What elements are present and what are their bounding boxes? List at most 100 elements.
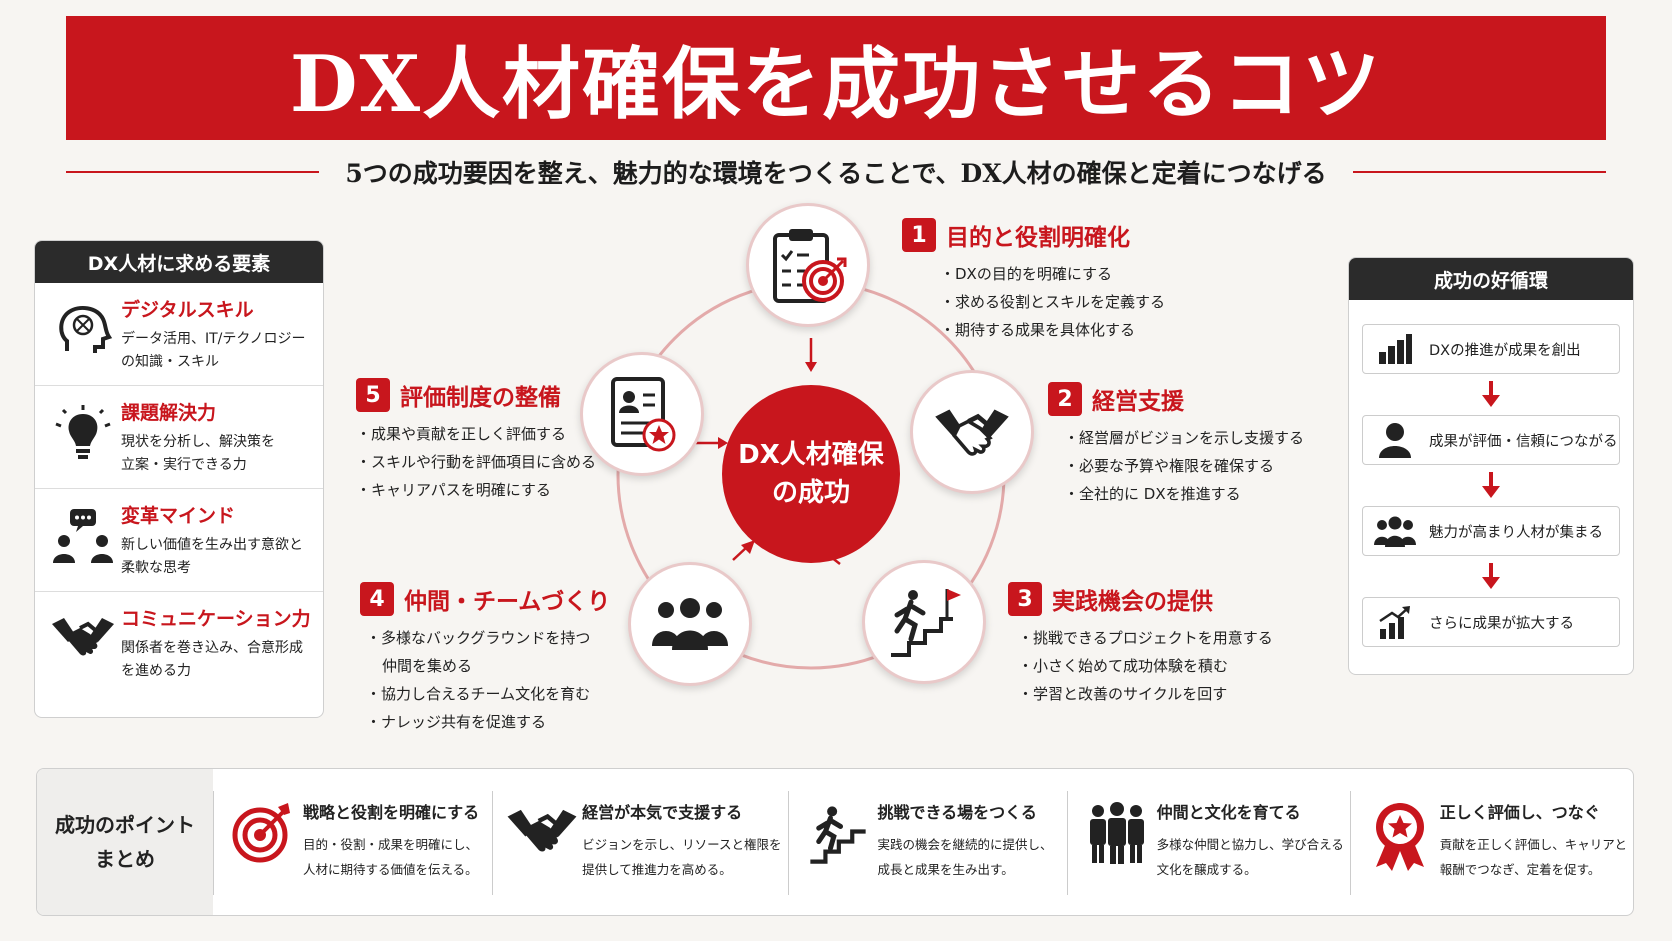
title-banner: DX人材確保を成功させるコツ xyxy=(66,16,1606,140)
node-5-evaluation xyxy=(580,352,704,476)
node-1-clipboard xyxy=(746,203,870,327)
requirement-title: 課題解決力 xyxy=(121,402,217,424)
requirements-panel: DX人材に求める要素 デジタルスキル データ活用、IT/テクノロジー の知識・ス… xyxy=(34,240,324,718)
factor-bullet: ・求める役割とスキルを定義する xyxy=(940,293,1166,311)
target-arrow-icon xyxy=(223,799,303,863)
requirements-panel-title: DX人材に求める要素 xyxy=(35,241,323,283)
summary-label: 成功のポイント まとめ xyxy=(37,769,213,915)
factor-bullet: ・スキルや行動を評価項目に含める xyxy=(356,453,597,471)
requirement-desc-1: 新しい価値を生み出す意欲と xyxy=(121,537,303,553)
factor-number: 1 xyxy=(902,218,936,252)
summary-item: 戦略と役割を明確にする 目的・役割・成果を明確にし、 人材に期待する価値を伝える… xyxy=(213,769,492,915)
brain-head-icon xyxy=(45,295,121,375)
summary-item-desc-1: 実践の機会を継続的に提供し、 xyxy=(877,837,1053,852)
node-3-stairs xyxy=(862,560,986,684)
requirement-desc-2: を進める力 xyxy=(121,663,191,679)
factor-title: 仲間・チームづくり xyxy=(404,589,611,615)
factor-number: 5 xyxy=(356,378,390,412)
cycle-core: DX人材確保 の成功 xyxy=(722,385,900,563)
summary-item-desc-1: 目的・役割・成果を明確にし、 xyxy=(303,837,479,852)
summary-label-2: まとめ xyxy=(95,847,155,871)
virtuous-cycle-title: 成功の好循環 xyxy=(1349,258,1633,300)
factor-5: 5 評価制度の整備 ・成果や貢献を正しく評価する ・スキルや行動を評価項目に含め… xyxy=(356,378,596,504)
summary-item-title: 正しく評価し、つなぐ xyxy=(1439,803,1600,822)
summary-item: 経営が本気で支援する ビジョンを示し、リソースと権限を 提供して推進力を高める。 xyxy=(492,769,787,915)
requirement-desc-2: 立案・実行できる力 xyxy=(121,457,247,473)
group-icon xyxy=(1373,515,1417,547)
page-subtitle: 5つの成功要因を整え、魅力的な環境をつくることで、DX人材の確保と定着につなげる xyxy=(345,159,1327,188)
arrow-down-icon xyxy=(1349,374,1633,415)
summary-item-desc-1: 多様な仲間と協力し、学び合える xyxy=(1156,837,1344,852)
summary-item-title: 仲間と文化を育てる xyxy=(1156,803,1301,822)
cycle-step-text: さらに成果が拡大する xyxy=(1429,615,1574,632)
factor-bullet: ・DXの目的を明確にする xyxy=(940,265,1112,283)
factor-bullet: ・多様なバックグラウンドを持つ xyxy=(366,629,591,647)
summary-item-desc-1: ビジョンを示し、リソースと権限を xyxy=(582,837,782,852)
requirement-item: デジタルスキル データ活用、IT/テクノロジー の知識・スキル xyxy=(35,283,323,386)
cycle-step-text: 成果が評価・信頼につながる xyxy=(1429,433,1618,450)
node-4-team xyxy=(628,562,752,686)
person-icon xyxy=(1373,422,1417,458)
factor-bullet: ・経営層がビジョンを示し支援する xyxy=(1064,429,1305,447)
node-2-handshake xyxy=(910,370,1034,494)
climbing-stairs-icon xyxy=(798,799,878,867)
factor-bullet: ・成果や貢献を正しく評価する xyxy=(356,425,567,443)
summary-item-desc-2: 報酬でつなぎ、定着を促す。 xyxy=(1439,862,1601,877)
subtitle-rule-left xyxy=(66,171,320,173)
factor-bullet: ・協力し合えるチーム文化を育む xyxy=(366,685,591,703)
summary-item-desc-2: 提供して推進力を高める。 xyxy=(582,862,732,877)
summary-item-desc-1: 貢献を正しく評価し、キャリアと xyxy=(1439,837,1628,852)
handshake-icon xyxy=(502,799,582,861)
factor-bullet: ・ナレッジ共有を促進する xyxy=(366,713,547,731)
discussion-icon xyxy=(45,501,121,581)
cycle-step: DXの推進が成果を創出 xyxy=(1362,324,1620,374)
clipboard-target-icon xyxy=(773,229,847,303)
requirement-item: 変革マインド 新しい価値を生み出す意欲と 柔軟な思考 xyxy=(35,489,323,592)
requirement-title: コミュニケーション力 xyxy=(121,608,311,630)
summary-item-desc-2: 成長と成果を生み出す。 xyxy=(877,862,1014,877)
factor-title: 経営支援 xyxy=(1092,389,1184,415)
virtuous-cycle-panel: 成功の好循環 DXの推進が成果を創出 成果が評価・信頼につながる 魅力が高まり人… xyxy=(1348,257,1634,675)
requirement-title: デジタルスキル xyxy=(121,299,254,321)
bar-chart-icon xyxy=(1373,334,1417,364)
handshake-icon xyxy=(45,604,121,685)
factor-bullet: ・期待する成果を具体化する xyxy=(940,321,1136,339)
summary-item-title: 挑戦できる場をつくる xyxy=(877,803,1037,822)
cycle-step-text: 魅力が高まり人材が集まる xyxy=(1429,524,1603,541)
growth-chart-icon xyxy=(1373,605,1417,639)
handshake-icon xyxy=(935,409,1009,456)
summary-label-1: 成功のポイント xyxy=(55,813,195,837)
factor-bullet: ・学習と改善のサイクルを回す xyxy=(1018,685,1228,703)
requirement-title: 変革マインド xyxy=(121,505,236,527)
factor-bullet: 仲間を集める xyxy=(382,657,473,675)
lightbulb-icon xyxy=(45,398,121,478)
page-title: DX人材確保を成功させるコツ xyxy=(289,39,1383,130)
award-ribbon-icon xyxy=(1360,799,1440,873)
requirement-desc-2: 柔軟な思考 xyxy=(121,560,191,576)
summary-item: 仲間と文化を育てる 多様な仲間と協力し、学び合える 文化を醸成する。 xyxy=(1066,769,1350,915)
requirement-desc-2: の知識・スキル xyxy=(121,354,219,370)
factor-bullet: ・必要な予算や権限を確保する xyxy=(1064,457,1275,475)
factor-2: 2 経営支援 ・経営層がビジョンを示し支援する ・必要な予算や権限を確保する ・… xyxy=(1048,382,1304,508)
requirement-desc-1: 関係者を巻き込み、合意形成 xyxy=(121,640,303,656)
team-icon xyxy=(652,598,728,650)
factor-3: 3 実践機会の提供 ・挑戦できるプロジェクトを用意する ・小さく始めて成功体験を… xyxy=(1008,582,1273,708)
arrow-down-icon xyxy=(1349,465,1633,506)
factor-4: 4 仲間・チームづくり ・多様なバックグラウンドを持つ 仲間を集める ・協力し合… xyxy=(360,582,610,736)
cycle-step-text: DXの推進が成果を創出 xyxy=(1429,342,1581,359)
cycle-step: さらに成果が拡大する xyxy=(1362,597,1620,647)
requirement-item: 課題解決力 現状を分析し、解決策を 立案・実行できる力 xyxy=(35,386,323,489)
requirement-item: コミュニケーション力 関係者を巻き込み、合意形成 を進める力 xyxy=(35,592,323,695)
factor-title: 評価制度の整備 xyxy=(400,385,561,411)
core-text-1: DX人材確保 xyxy=(738,440,884,470)
factor-bullet: ・小さく始めて成功体験を積む xyxy=(1018,657,1229,675)
summary-bar: 成功のポイント まとめ 戦略と役割を明確にする 目的・役割・成果を明確にし、 人… xyxy=(36,768,1634,916)
summary-item: 挑戦できる場をつくる 実践の機会を継続的に提供し、 成長と成果を生み出す。 xyxy=(787,769,1067,915)
arrow-down-icon xyxy=(1349,556,1633,597)
summary-item: 正しく評価し、つなぐ 貢献を正しく評価し、キャリアと 報酬でつなぎ、定着を促す。 xyxy=(1349,769,1633,915)
requirement-desc-1: データ活用、IT/テクノロジー xyxy=(121,331,306,347)
factor-title: 目的と役割明確化 xyxy=(946,225,1130,251)
factor-number: 3 xyxy=(1008,582,1042,616)
factor-number: 2 xyxy=(1048,382,1082,416)
factor-title: 実践機会の提供 xyxy=(1052,589,1213,615)
